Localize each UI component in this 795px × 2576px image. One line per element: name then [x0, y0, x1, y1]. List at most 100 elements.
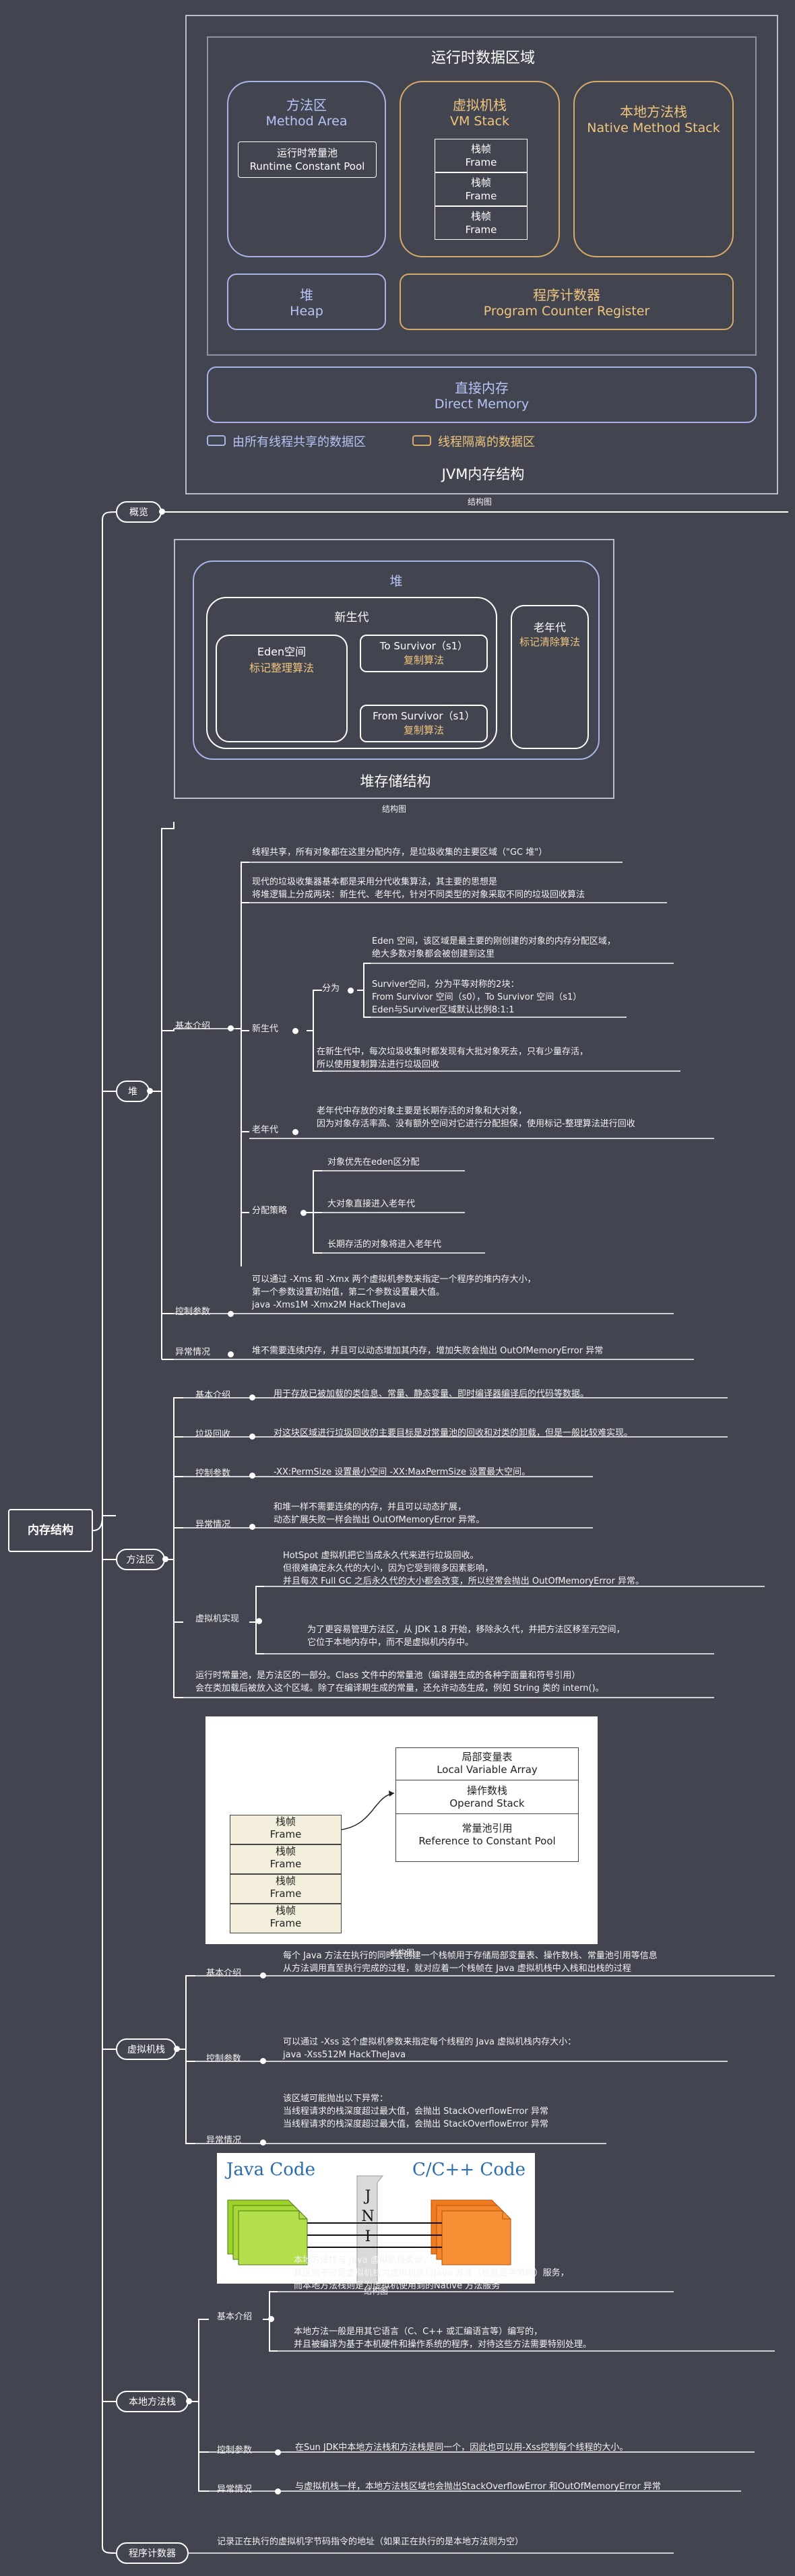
- vmstack-params-label[interactable]: 控制参数: [206, 2054, 242, 2064]
- heap-exc-label[interactable]: 异常情况: [175, 1347, 211, 1357]
- node-dot: [249, 1473, 255, 1479]
- vmstack-params-text: 可以通过 -Xss 这个虚拟机参数来指定每个线程的 Java 虚拟机栈内存大小：…: [283, 2037, 577, 2060]
- heap-alloc-label[interactable]: 分配策略: [252, 1206, 288, 1216]
- frame-cn: 栈帧: [470, 176, 491, 189]
- young-title: 新生代: [334, 611, 369, 624]
- native-basic-2: 本地方法一般是用其它语言（C、C++ 或汇编语言等）编写的， 并且被编译为基于本…: [294, 2327, 592, 2350]
- heap-young-label[interactable]: 新生代: [252, 1024, 279, 1034]
- heap-diagram: 堆 新生代 Eden空间 标记整理算法 To Survivor（s1） 复制算法…: [174, 539, 614, 799]
- method-basic-label[interactable]: 基本介绍: [195, 1390, 231, 1400]
- heap-params-label[interactable]: 控制参数: [175, 1307, 211, 1317]
- node-vm-stack[interactable]: 虚拟机栈: [116, 2038, 177, 2060]
- runtime-pool-cn: 运行时常量池: [276, 147, 338, 159]
- frame-cn: 栈帧: [275, 1815, 296, 1828]
- method-gc-text: 对这块区域进行垃圾回收的主要目标是对常量池的回收和对类的卸载，但是一般比较难实现…: [274, 1428, 633, 1438]
- node-heap[interactable]: 堆: [116, 1081, 150, 1102]
- native-exc-text: 与虚拟机栈一样，本地方法栈区域也会抛出StackOverflowError 和O…: [295, 2482, 661, 2492]
- caption: 结构图: [389, 1948, 414, 1958]
- method-pool-text: 运行时常量池，是方法区的一部分。Class 文件中的常量池（编译器生成的各种字面…: [195, 1671, 604, 1694]
- node-dot: [228, 1025, 234, 1031]
- node-dot: [228, 1311, 234, 1317]
- method-area-en: Method Area: [265, 114, 348, 129]
- from-algo: 复制算法: [403, 724, 444, 736]
- c-code-title: C/C++ Code: [412, 2160, 526, 2180]
- vmstack-exc-label[interactable]: 异常情况: [206, 2135, 242, 2146]
- node-dot: [159, 509, 165, 515]
- vm-stack-en: VM Stack: [449, 114, 510, 129]
- eden-algo: 标记整理算法: [249, 662, 314, 674]
- frame-en: Frame: [269, 1828, 302, 1840]
- heap-young-gc-text: 在新生代中，每次垃圾收集时都发现有大批对象死去，只有少量存活， 所以使用复制算法…: [317, 1047, 589, 1070]
- node-dot: [260, 1972, 266, 1978]
- native-basic-label[interactable]: 基本介绍: [217, 2312, 253, 2322]
- root-node[interactable]: 内存结构: [8, 1509, 93, 1552]
- jvm-footer: JVM内存结构: [441, 466, 525, 482]
- method-impl-label[interactable]: 虚拟机实现: [195, 1614, 240, 1624]
- heap-split-label[interactable]: 分为: [322, 984, 340, 994]
- method-gc-label[interactable]: 垃圾回收: [195, 1429, 231, 1440]
- frame-en: Frame: [269, 1888, 302, 1900]
- method-basic-text: 用于存放已被加载的类信息、常量、静态变量、即时编译器编译后的代码等数据。: [274, 1389, 590, 1399]
- heap-old-label[interactable]: 老年代: [252, 1125, 279, 1135]
- native-params-text: 在Sun JDK中本地方法栈和方法栈是同一个，因此也可以用-Xss控制每个线程的…: [295, 2443, 629, 2453]
- node-dot: [260, 2058, 266, 2064]
- node-overview[interactable]: 概览: [116, 501, 162, 523]
- heap-alloc-2: 大对象直接进入老年代: [327, 1199, 416, 1209]
- heap-eden-text: Eden 空间，该区域是最主要的刚创建的对象的内存分配区域， 绝大多数对象都会被…: [372, 936, 616, 959]
- frame-cn: 栈帧: [470, 143, 491, 155]
- frame-cn: 栈帧: [275, 1875, 296, 1887]
- jni-graphic: [227, 2175, 511, 2284]
- node-dot: [249, 1394, 255, 1400]
- node-program-counter[interactable]: 程序计数器: [116, 2542, 189, 2564]
- local-en: Local Variable Array: [437, 1764, 538, 1776]
- node-dot: [249, 1434, 255, 1440]
- vmstack-basic-label[interactable]: 基本介绍: [206, 1968, 242, 1978]
- node-dot: [162, 1556, 168, 1562]
- frame-arrow: [341, 1791, 395, 1830]
- old-box: 老年代 标记清除算法: [511, 605, 589, 749]
- frame-en: Frame: [269, 1917, 302, 1929]
- method-exc-label[interactable]: 异常情况: [195, 1520, 231, 1530]
- native-stack-en: Native Method Stack: [587, 121, 720, 135]
- jvm-diagram: 运行时数据区域 方法区 Method Area 运行时常量池 Runtime C…: [185, 15, 778, 494]
- runtime-pool-en: Runtime Constant Pool: [249, 160, 365, 172]
- to-survivor-box: To Survivor（s1） 复制算法: [360, 635, 488, 672]
- node-dot: [268, 2316, 274, 2322]
- legend-isolated-swatch: [412, 435, 431, 446]
- legend-shared-swatch: [207, 435, 226, 446]
- eden-box: Eden空间 标记整理算法: [216, 635, 348, 742]
- heap-outer: 堆 新生代 Eden空间 标记整理算法 To Survivor（s1） 复制算法…: [193, 560, 600, 760]
- caption: 结构图: [467, 497, 492, 507]
- method-params-label[interactable]: 控制参数: [195, 1469, 231, 1479]
- node-native-stack[interactable]: 本地方法栈: [116, 2391, 189, 2412]
- pool-en: Reference to Constant Pool: [418, 1835, 556, 1847]
- heap-title: 堆: [389, 574, 403, 589]
- native-exc-label[interactable]: 异常情况: [217, 2484, 253, 2494]
- node-dot: [256, 1618, 262, 1624]
- vmstack-exc-text: 该区域可能抛出以下异常： 当线程请求的栈深度超过最大值，会抛出 StackOve…: [283, 2094, 548, 2129]
- node-method-area[interactable]: 方法区: [116, 1549, 165, 1570]
- java-code-title: Java Code: [226, 2160, 315, 2180]
- runtime-area: 运行时数据区域 方法区 Method Area 运行时常量池 Runtime C…: [207, 36, 757, 356]
- native-params-label[interactable]: 控制参数: [217, 2445, 253, 2455]
- node-dot: [300, 1210, 307, 1216]
- heap-en: Heap: [290, 304, 323, 319]
- node-dot: [147, 1088, 153, 1094]
- heap-alloc-3: 长期存活的对象将进入老年代: [327, 1239, 442, 1250]
- node-dot: [249, 1524, 255, 1530]
- frame-cn: 栈帧: [275, 1845, 296, 1857]
- runtime-title: 运行时数据区域: [431, 50, 535, 67]
- native-basic-1: 本地方法栈与 Java 虚拟机栈类似， 其区别不过是虚拟机栈为虚拟机执行Java…: [294, 2255, 569, 2291]
- heap-basic-label[interactable]: 基本介绍: [175, 1021, 211, 1031]
- method-area-cn: 方法区: [286, 97, 327, 113]
- direct-cn: 直接内存: [455, 380, 509, 396]
